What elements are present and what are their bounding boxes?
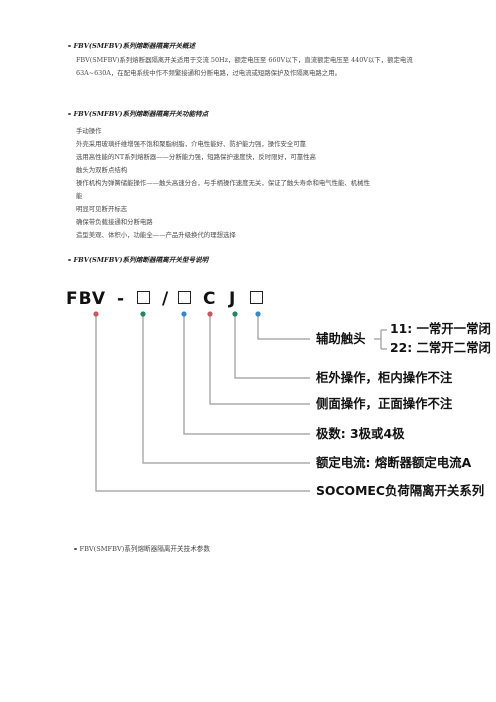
- label-aux-22: 22: 二常开二常闭: [390, 340, 491, 355]
- bullet-icon: [68, 258, 71, 262]
- section-title-text: FBV(SMFBV)系列熔断器隔离开关概述: [73, 42, 196, 50]
- bullet-icon: [74, 547, 77, 551]
- connector-aux: [257, 314, 310, 340]
- label-outside: 柜外操作，柜内操作不注: [316, 370, 453, 385]
- section-title-model: FBV(SMFBV)系列熔断器隔离开关型号说明: [68, 257, 208, 264]
- connector-outside: [234, 314, 310, 379]
- connector-side: [209, 314, 310, 405]
- code-slash: /: [162, 289, 170, 309]
- feature-item: 确保带负载接通和分断电路: [76, 218, 153, 226]
- bullet-icon: [68, 112, 71, 116]
- dot-poles: [181, 311, 187, 317]
- section-title-text: FBV(SMFBV)系列熔断器隔离开关型号说明: [73, 256, 209, 264]
- code-fbv: FBV: [66, 289, 107, 309]
- section-title-text: FBV(SMFBV)系列熔断器隔离开关技术参数: [79, 545, 211, 553]
- label-aux: 辅助触头: [316, 331, 366, 346]
- dot-current: [140, 311, 146, 317]
- section-title-tech: FBV(SMFBV)系列熔断器隔离开关技术参数: [74, 546, 210, 553]
- section-title-features: FBV(SMFBV)系列熔断器隔离开关功能特点: [68, 111, 208, 118]
- label-current: 额定电流: 熔断器额定电流A: [316, 455, 472, 470]
- label-aux-11: 11: 一常开一常闭: [390, 321, 491, 336]
- connector-current: [142, 314, 310, 464]
- code-j: J: [229, 289, 237, 309]
- label-socomec: SOCOMEC负荷隔离开关系列: [316, 483, 485, 498]
- connector-poles: [183, 314, 310, 435]
- feature-item: 触头为双断点结构: [76, 166, 128, 174]
- section-title-overview: FBV(SMFBV)系列熔断器隔离开关概述: [68, 43, 195, 50]
- dot-outside: [232, 311, 238, 317]
- feature-item: 明显可见断开标志: [76, 205, 128, 213]
- feature-item: 能: [76, 192, 83, 200]
- code-c: C: [203, 289, 217, 309]
- label-poles: 极数: 3极或4极: [316, 426, 405, 441]
- label-side: 侧面操作，正面操作不注: [316, 396, 453, 411]
- code-box-poles: [178, 291, 191, 304]
- code-box-aux: [250, 291, 263, 304]
- overview-paragraph: FBV(SMFBV)系列熔断器隔离开关适用于交流 50Hz，额定电压至 660V…: [76, 56, 413, 77]
- feature-item: 手动操作: [76, 127, 102, 135]
- section-title-text: FBV(SMFBV)系列熔断器隔离开关功能特点: [73, 110, 209, 118]
- feature-item: 造型美观、体积小，功能全——产品升级换代的理想选择: [76, 231, 236, 239]
- feature-item: 选用高性能的NT系列熔断器——分断能力强，短路保护速度快，反时限好，可靠性高: [76, 153, 316, 161]
- connector-socomec: [95, 314, 310, 492]
- bullet-icon: [68, 44, 71, 48]
- code-dash: -: [117, 289, 126, 309]
- code-box-current: [137, 291, 150, 304]
- feature-item: 操作机构为弹簧储能操作——触头高速分合，与手柄操作速度无关，保证了触头寿命和电气…: [76, 179, 370, 187]
- dot-fbv: [93, 311, 99, 317]
- dot-aux: [255, 311, 261, 317]
- feature-item: 外壳采用玻璃纤维增强不饱和聚脂树脂，介电性能好、防护能力强，操作安全可靠: [76, 140, 307, 148]
- dot-side: [207, 311, 213, 317]
